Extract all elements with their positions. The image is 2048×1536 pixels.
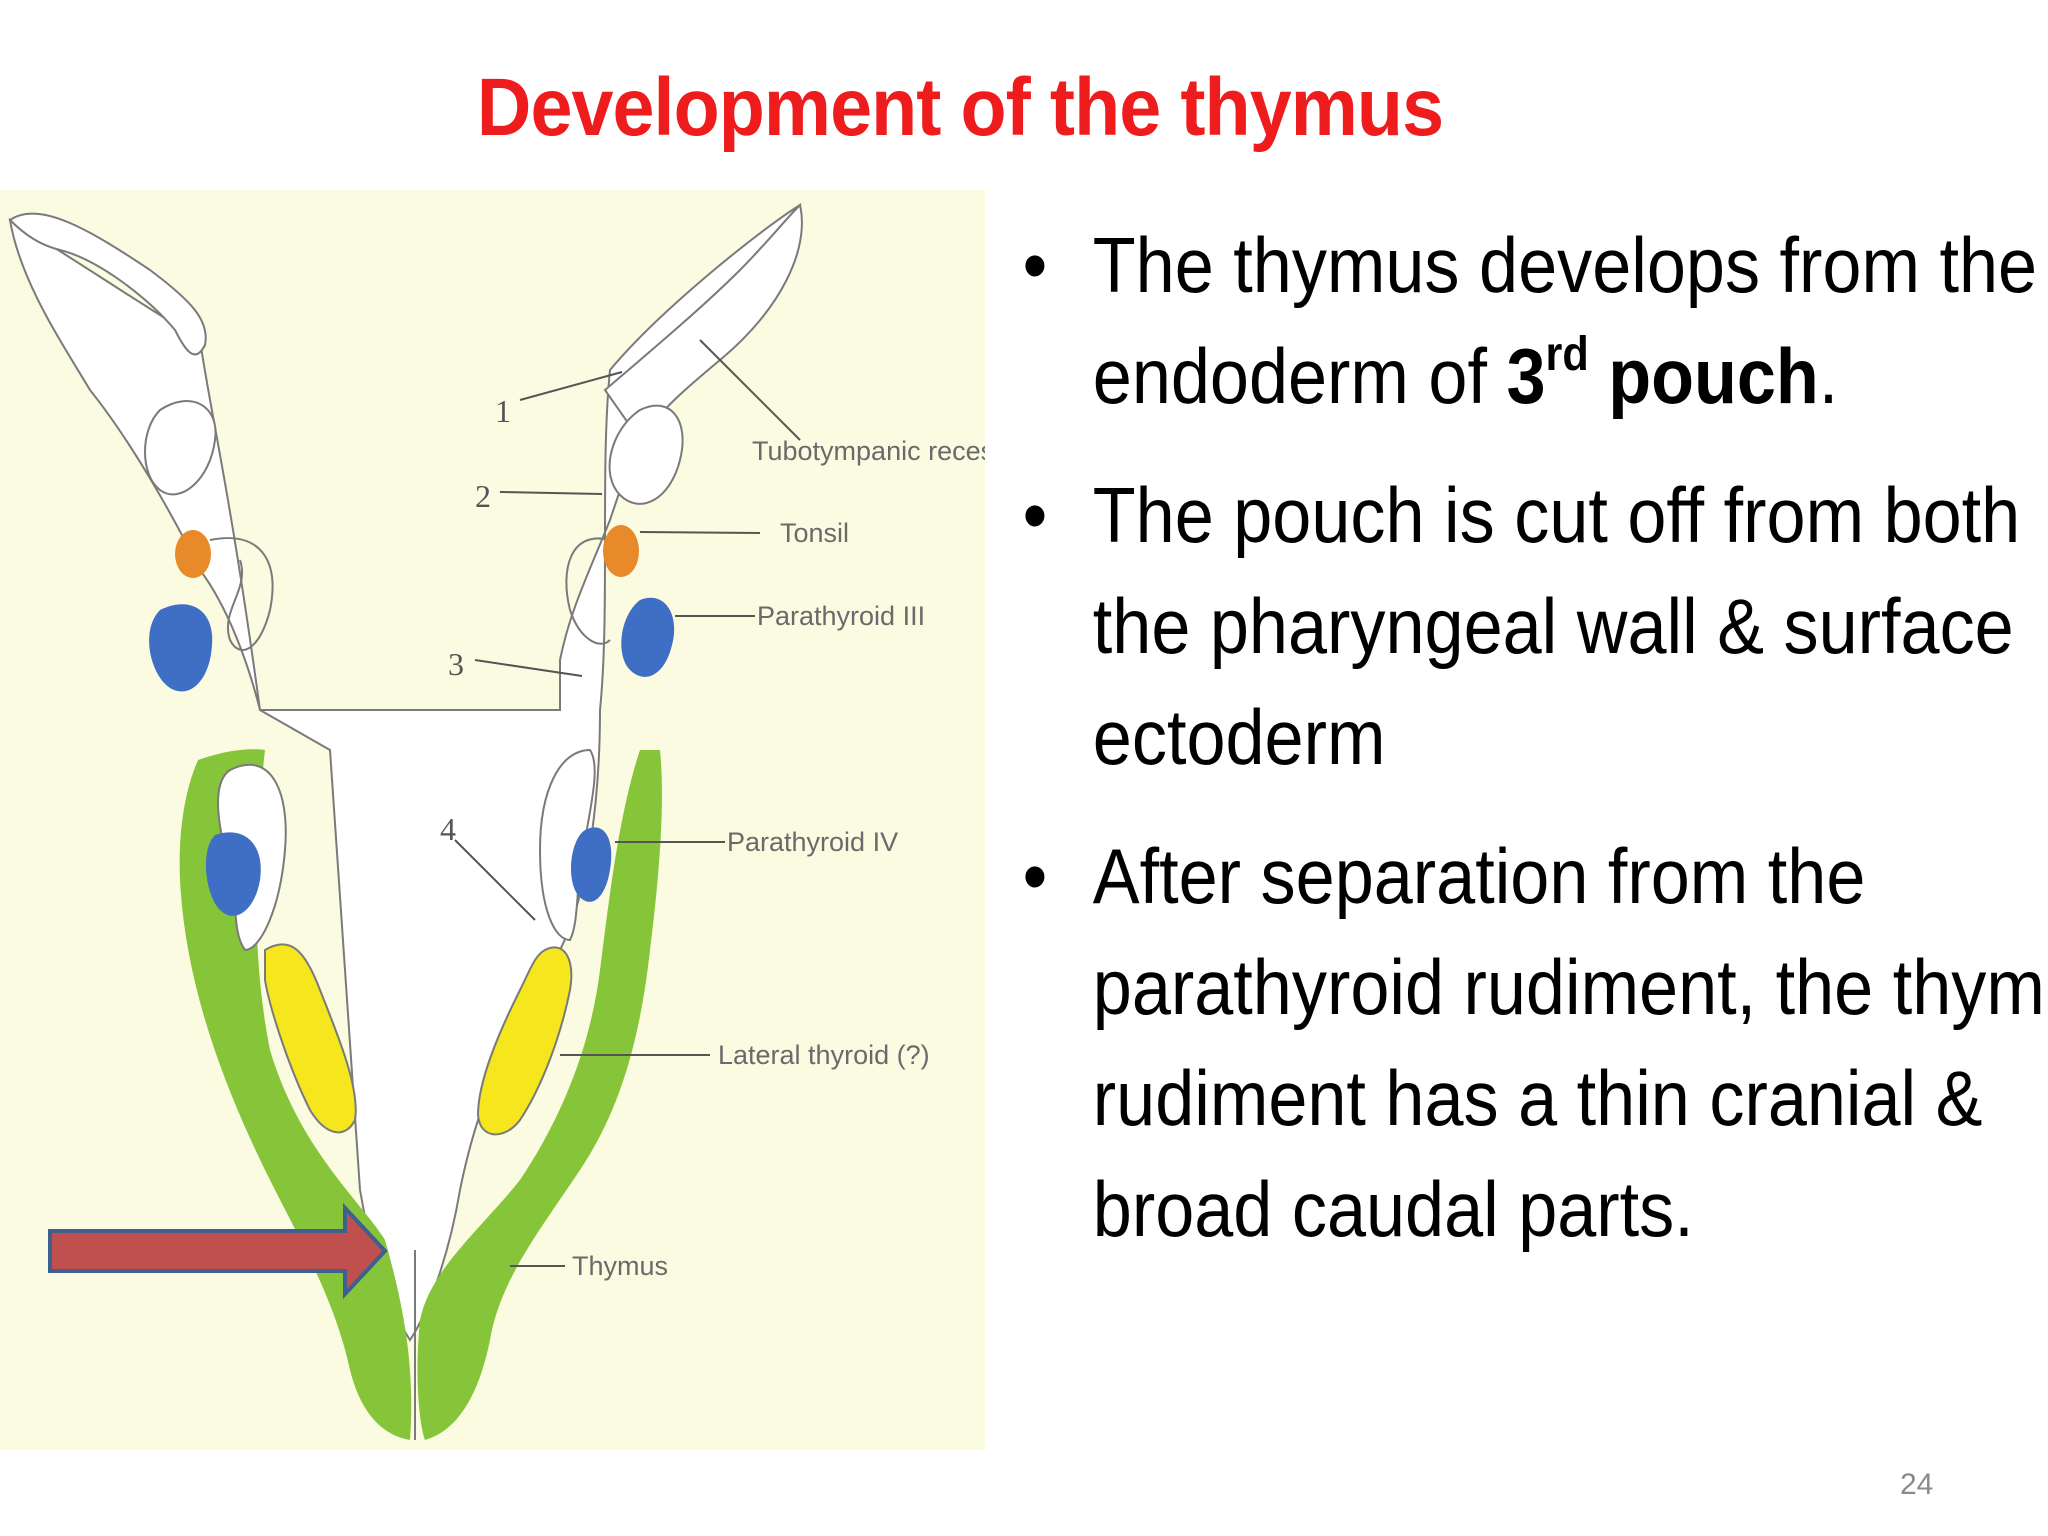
left-third-pouch xyxy=(209,537,274,651)
pouch-number-4: 4 xyxy=(440,811,456,847)
page-number: 24 xyxy=(1900,1468,1934,1501)
pouch-number-1: 1 xyxy=(495,393,511,429)
bullet-dot: • xyxy=(1022,832,1048,920)
thymus-development-figure: Tubotympanic recess Tonsil Parathyroid I… xyxy=(0,190,985,1450)
pharynx-cavity xyxy=(8,203,802,1342)
left-second-pouch xyxy=(144,400,217,496)
label-parathyroid-iii: Parathyroid III xyxy=(757,601,925,631)
thymus-pointer-arrow xyxy=(48,1202,388,1300)
left-tubotympanic-recess xyxy=(8,212,207,356)
right-parathyroid-iii xyxy=(621,597,675,677)
bullet-list: • The thymus develops from the endoderm … xyxy=(1010,210,2048,1293)
left-parathyroid-iii xyxy=(149,604,213,692)
leader-tonsil xyxy=(639,531,761,534)
right-lateral-thyroid xyxy=(476,946,573,1136)
pouch-arrow-1 xyxy=(519,371,623,401)
bullet-1-ordinal-number: 3 xyxy=(1506,332,1546,420)
right-thymus-limb xyxy=(417,750,662,1440)
pouch-arrow-4 xyxy=(454,839,536,921)
right-third-pouch xyxy=(565,537,611,645)
left-tonsil xyxy=(175,530,211,578)
bullet-item: • The pouch is cut off from both the pha… xyxy=(1010,460,2048,793)
pouch-number-3: 3 xyxy=(448,646,464,682)
bullet-item: • The thymus develops from the endoderm … xyxy=(1010,210,2048,432)
pouch-arrow-2 xyxy=(499,491,603,495)
leader-lines xyxy=(454,339,801,1267)
left-lateral-thyroid xyxy=(264,943,357,1134)
bullet-item: • After separation from the parathyroid … xyxy=(1010,821,2048,1265)
pharyngeal-pouch-diagram: Tubotympanic recess Tonsil Parathyroid I… xyxy=(8,203,985,1440)
bullet-dot: • xyxy=(1022,221,1048,309)
right-second-pouch xyxy=(608,404,684,505)
slide-title: Development of the thymus xyxy=(476,62,1444,153)
bullet-1-ordinal-suffix: rd xyxy=(1545,328,1589,381)
bullet-dot: • xyxy=(1022,471,1048,559)
pouch-arrow-3 xyxy=(474,659,583,677)
pouch-number-2: 2 xyxy=(475,478,491,514)
label-lateral-thyroid: Lateral thyroid (?) xyxy=(718,1040,930,1070)
bullet-1-text: The thymus develops from the endoderm of xyxy=(1092,221,2038,420)
label-thymus: Thymus xyxy=(572,1251,668,1281)
bullet-1-bold-word: pouch xyxy=(1588,332,1819,420)
bullet-2-text: The pouch is cut off from both the phary… xyxy=(1092,471,2021,781)
label-tubotympanic-recess: Tubotympanic recess xyxy=(752,436,985,466)
right-tonsil xyxy=(603,525,639,577)
left-parathyroid-iv xyxy=(205,832,261,916)
leader-tubotympanic xyxy=(699,339,801,441)
label-tonsil: Tonsil xyxy=(780,518,849,548)
bullet-1-period: . xyxy=(1818,332,1839,420)
label-parathyroid-iv: Parathyroid IV xyxy=(727,827,898,857)
bullet-3-text: After separation from the parathyroid ru… xyxy=(1092,832,2048,1253)
right-tubotympanic-recess xyxy=(603,203,803,442)
right-fourth-pouch xyxy=(538,748,596,942)
right-parathyroid-iv xyxy=(570,827,612,902)
